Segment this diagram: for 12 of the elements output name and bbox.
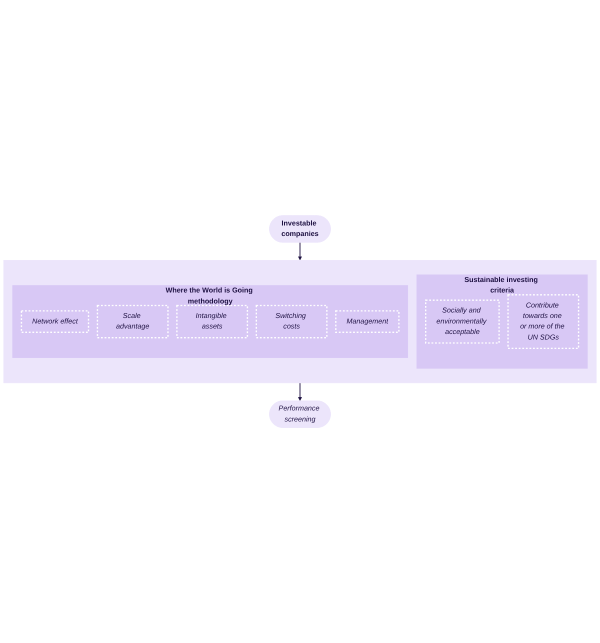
- node-box: [176, 304, 248, 338]
- arrow: [298, 242, 302, 260]
- cluster: [12, 285, 408, 358]
- cluster: [416, 274, 588, 369]
- node-box: [335, 310, 400, 333]
- cluster: [3, 260, 597, 384]
- node-box: [96, 304, 169, 338]
- node-box: [256, 304, 328, 338]
- node-box: [425, 299, 500, 344]
- arrow: [298, 382, 302, 401]
- node-box: [507, 294, 580, 349]
- node-box: [20, 310, 90, 333]
